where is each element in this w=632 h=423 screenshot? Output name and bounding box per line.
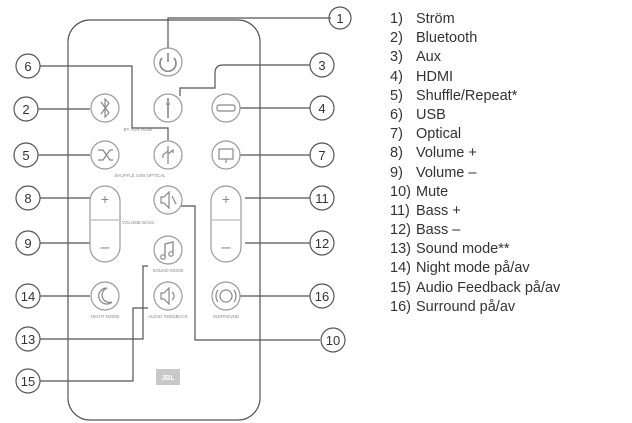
callout-6: 6 [24,59,31,74]
legend-item: 4)HDMI [390,68,454,85]
legend-item: 1)Ström [390,11,455,27]
optical-button[interactable] [211,140,241,170]
legend-item: 15)Audio Feedback på/av [390,279,561,296]
usb-icon [162,146,174,164]
bluetooth-button[interactable] [90,93,120,123]
surround-button[interactable] [211,281,241,311]
callout-2: 2 [22,102,29,117]
legend-item: 2)Bluetooth [390,30,478,47]
legend-item: 12)Bass – [390,222,461,239]
speaker-icon [160,286,170,306]
legend-item: 13)Sound mode** [390,241,510,258]
label-night-mode: NIGHT MODE [91,314,120,319]
jbl-logo-text: JBL [161,375,175,382]
bass-rocker[interactable]: + – [210,185,242,263]
callout-12: 12 [315,236,329,251]
power-button[interactable] [153,47,183,77]
night-mode-button[interactable] [90,281,120,311]
legend-item: 3)Aux [390,49,441,66]
volume-rocker[interactable]: + – [89,185,121,263]
label-bt-aux-hdmi: BT AUX HDMI [124,127,153,132]
volume-minus-icon: – [101,239,110,256]
callout-10: 10 [326,333,340,348]
shuffle-repeat-button[interactable] [90,140,120,170]
shuffle-icon [98,149,113,161]
legend-item: 14)Night mode på/av [390,260,530,277]
callout-3: 3 [318,58,325,73]
audio-feedback-button[interactable] [153,281,183,311]
jbl-logo [156,369,180,385]
sound-mode-button[interactable] [153,235,183,265]
aux-button[interactable] [153,93,183,123]
bluetooth-icon [100,97,110,119]
optical-icon [218,148,234,160]
legend-item: 10)Mute [390,183,449,200]
power-icon [159,57,177,73]
callout-15: 15 [21,374,35,389]
moon-icon [98,287,113,305]
button-legend: 1)Ström 2)Bluetooth 3)Aux 4)HDMI 5)Shuff… [390,10,560,317]
legend-item: 5)Shuffle/Repeat* [390,87,518,104]
bass-plus-icon: + [222,191,230,207]
callout-7: 7 [318,148,325,163]
legend-item: 9)Volume – [390,164,477,181]
legend-item: 16)Surround på/av [390,298,516,315]
hdmi-button[interactable] [211,93,241,123]
legend-item: 7)Optical [390,126,462,143]
label-volume-bass: VOLUME BASS [122,220,154,225]
label-surround: SURROUND [213,314,240,319]
callout-4: 4 [318,101,325,116]
callout-11: 11 [315,191,329,206]
label-audio-feedback: AUDIO FEEDBACK [148,314,188,319]
surround-icon [219,289,233,303]
bass-minus-icon: – [222,239,231,256]
callout-8: 8 [24,191,31,206]
callout-16: 16 [315,289,329,304]
usb-button[interactable] [153,140,183,170]
legend-item: 11)Bass + [390,202,461,219]
legend-item: 6)USB [390,106,446,123]
remote-diagram: 1 6 3 2 4 5 7 8 11 9 12 14 16 13 10 15 [13,6,352,421]
callout-5: 5 [22,148,29,163]
legend-item: 8)Volume + [390,145,477,162]
hdmi-port-icon [216,104,236,112]
callout-14: 14 [21,289,35,304]
remote-body [67,19,261,421]
callout-9: 9 [24,236,31,251]
label-sound-mode: SOUND MODE [152,268,183,273]
callout-1: 1 [336,11,343,26]
label-shuffle-usb-optical: SHUFFLE USB OPTICAL [114,173,166,178]
mute-speaker-icon [160,190,170,210]
callout-13: 13 [21,332,35,347]
volume-plus-icon: + [101,191,109,207]
mute-button[interactable] [153,185,183,215]
